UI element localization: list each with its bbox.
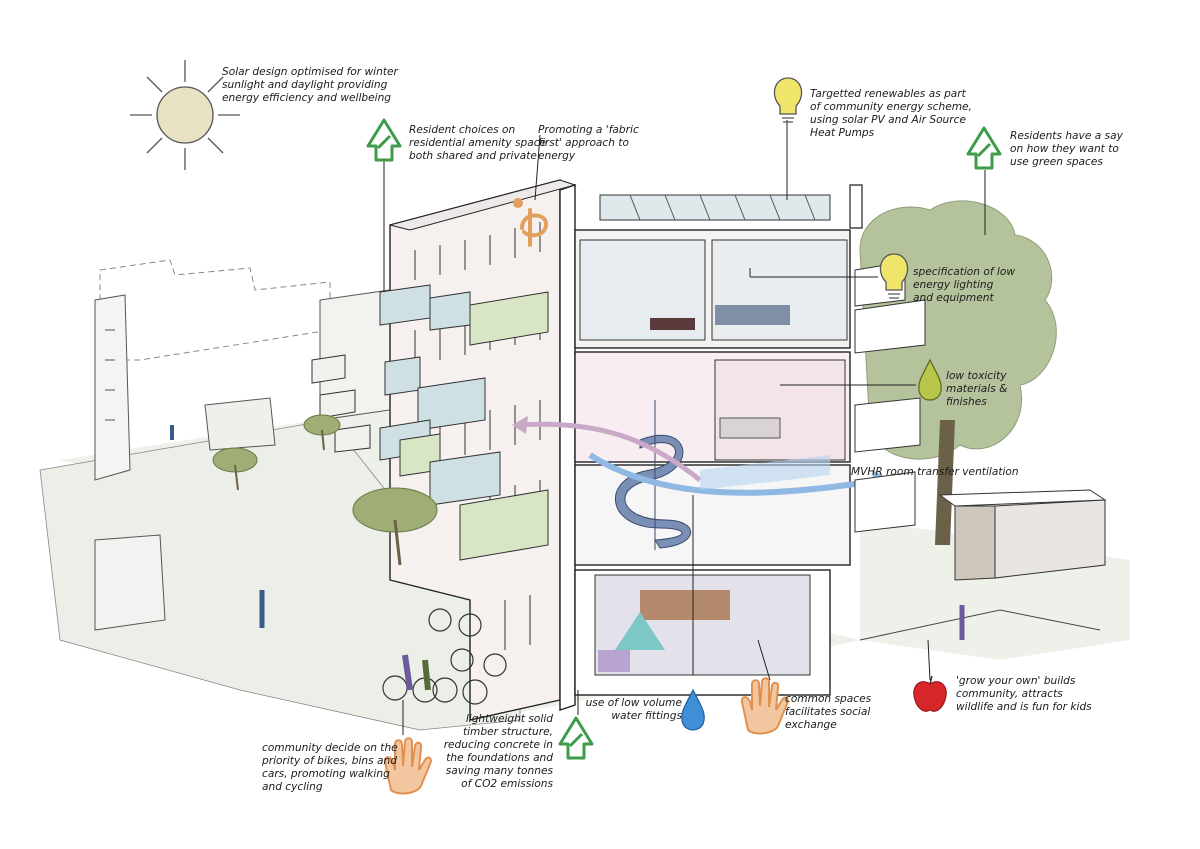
- annotation-renewables: Targetted renewables as part of communit…: [810, 88, 972, 139]
- annotation-common: common spaces facilitates social exchang…: [785, 693, 872, 731]
- water-drop-icon: [681, 688, 705, 731]
- main-building: [311, 179, 577, 721]
- annotation-community: community decide on the priority of bike…: [262, 742, 398, 793]
- hand-icon: [740, 677, 789, 735]
- garden-room: [938, 489, 1107, 581]
- annotation-mvhr: MVHR room transfer ventilation: [851, 466, 1019, 478]
- recycle-tree-icon: [966, 126, 1002, 170]
- annotation-grow: 'grow your own' builds community, attrac…: [956, 675, 1092, 713]
- leader-lines: [383, 120, 986, 735]
- recycle-tree-icon: [558, 716, 594, 760]
- annotation-timber: lightweight solid timber structure, redu…: [443, 713, 553, 790]
- building-section: [512, 184, 888, 711]
- annotation-amenity: Resident choices on residential amenity …: [409, 124, 547, 162]
- recycle-tree-icon: [366, 118, 402, 162]
- apple-icon: [913, 675, 947, 712]
- annotation-green-spaces: Residents have a say on how they want to…: [1010, 130, 1123, 168]
- ventilation-arrow-left: [519, 421, 702, 482]
- annotation-fabric: Promoting a 'fabric first' approach to e…: [538, 124, 639, 162]
- annotation-lighting: specification of low energy lighting and…: [913, 266, 1016, 304]
- lightbulb-icon: [773, 77, 803, 123]
- hand-icon: [383, 737, 432, 795]
- spiral-stair: [614, 400, 692, 550]
- people-and-bikes: [170, 425, 965, 705]
- annotation-toxicity: low toxicity materials & finishes: [946, 370, 1008, 408]
- fabric-first-logo: [513, 198, 549, 247]
- sun-icon: [130, 60, 240, 170]
- annotation-water: use of low volume water fittings: [585, 697, 682, 722]
- annotation-solar: Solar design optimised for winter sunlig…: [222, 66, 398, 104]
- street-trees: [212, 414, 438, 566]
- lightbulb-icon: [879, 253, 909, 299]
- background-buildings: [94, 259, 391, 631]
- street-ground: [39, 419, 521, 731]
- ventilation-arrow-right: [588, 452, 881, 496]
- tree-right: [859, 200, 1057, 545]
- leaf-drop-icon: [918, 358, 942, 401]
